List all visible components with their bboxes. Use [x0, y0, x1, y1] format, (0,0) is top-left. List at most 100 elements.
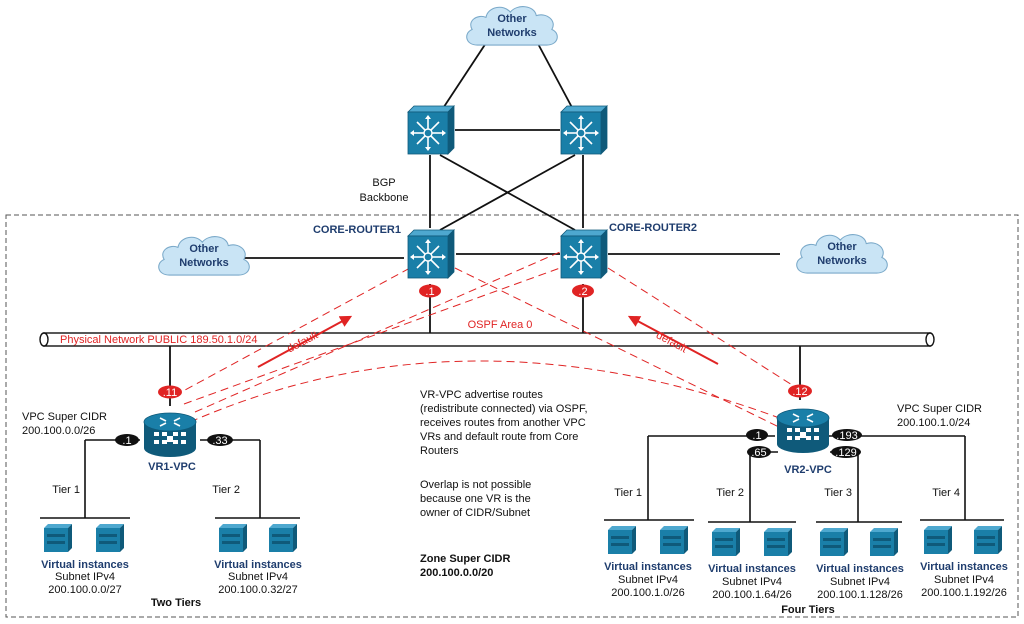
core-if1-text: .1: [425, 286, 434, 298]
cloud-right: Other Networks: [796, 233, 888, 274]
server-icon: [608, 526, 636, 554]
vr1-tier2-vi-label: Virtual instances: [214, 559, 302, 571]
vr1-tier1-vi-label: Virtual instances: [41, 559, 129, 571]
vr2-if-tier1-text: .1: [752, 430, 761, 442]
core-router2-icon: [560, 229, 608, 279]
vr1-name: VR1-VPC: [148, 461, 196, 473]
cloud-top-label-line2: Networks: [487, 27, 537, 39]
vr1-router-icon: [143, 412, 197, 458]
vr2-public-if-text: .12: [792, 386, 807, 398]
server-icon: [44, 524, 72, 552]
vr2-if-tier4-badge: .193: [832, 429, 862, 442]
server-icon: [820, 528, 848, 556]
vr2-tier2-name: Tier 2: [716, 487, 744, 499]
backbone-switch-right-icon: [560, 105, 608, 155]
vr2-super-cidr-label: VPC Super CIDR: [897, 403, 982, 415]
note-overlap-line: because one VR is the: [420, 493, 531, 505]
vr2-if-tier3-text: .129: [835, 447, 856, 459]
cloud-top: Other Networks: [466, 5, 558, 46]
note-ospf-line: VR-VPC advertise routes: [420, 389, 543, 401]
core-if2-badge: .2: [572, 284, 594, 298]
vr2-tier1-name: Tier 1: [614, 487, 642, 499]
zone-boundary: [5, 214, 1019, 618]
note-overlap-line: Overlap is not possible: [420, 479, 531, 491]
note-overlap-line: owner of CIDR/Subnet: [420, 507, 530, 519]
core-router1-label: CORE-ROUTER1: [313, 224, 401, 236]
vr1-badge-public: .11: [158, 385, 182, 399]
public-network-pipe: [39, 332, 935, 347]
vr2-if-tier2-badge: .65: [747, 446, 771, 459]
vr2-tier1-subnet-label: Subnet IPv4: [618, 574, 678, 586]
core-if2-text: .2: [578, 286, 587, 298]
cloud-left: Other Networks: [158, 235, 250, 276]
core-router1-icon: [407, 229, 455, 279]
vr1-if-tier2-text: .33: [212, 435, 227, 447]
vr1-tiers-caption: Two Tiers: [151, 597, 201, 609]
vr2-tier4-subnet: 200.100.1.192/26: [921, 587, 1007, 599]
vr2-tier1-subnet: 200.100.1.0/26: [611, 587, 684, 599]
cloud-left-label-line2: Networks: [179, 257, 229, 269]
vr2-if-tier4-text: .193: [836, 430, 857, 442]
vr2-tier3-subnet-label: Subnet IPv4: [830, 576, 890, 588]
vr1-tier1-name: Tier 1: [52, 484, 80, 496]
vr2-badge-public: .12: [788, 384, 812, 398]
cloud-right-label-line2: Networks: [817, 255, 867, 267]
server-icon: [764, 528, 792, 556]
bgp-label-line2: Backbone: [360, 192, 409, 204]
server-icon: [269, 524, 297, 552]
server-icon: [924, 526, 952, 554]
zone-super-cidr-label: Zone Super CIDR: [420, 553, 511, 565]
note-ospf-line: VRs and default route from Core: [420, 431, 578, 443]
vr1-tier2-subnet-label: Subnet IPv4: [228, 571, 288, 583]
cloud-right-label-line1: Other: [827, 241, 857, 253]
vr2-tier2-subnet: 200.100.1.64/26: [712, 589, 792, 601]
vr2-tier4-vi-label: Virtual instances: [920, 561, 1008, 573]
bgp-label-line1: BGP: [372, 177, 395, 189]
cloud-left-label-line1: Other: [189, 243, 219, 255]
backbone-switch-left-icon: [407, 105, 455, 155]
vr2-if-tier2-text: .65: [751, 447, 766, 459]
vr2-tier4-name: Tier 4: [932, 487, 960, 499]
note-overlap: Overlap is not possible because one VR i…: [420, 479, 531, 519]
vr1-super-cidr-label: VPC Super CIDR: [22, 411, 107, 423]
vr2-tier3-vi-label: Virtual instances: [816, 563, 904, 575]
vr1-tier2-subnet: 200.100.0.32/27: [218, 584, 298, 596]
vr2-super-cidr-value: 200.100.1.0/24: [897, 417, 970, 429]
vr2-if-tier1-badge: .1: [746, 429, 768, 442]
cloud-top-label-line1: Other: [497, 13, 527, 25]
server-icon: [712, 528, 740, 556]
vr2-tier2-subnet-label: Subnet IPv4: [722, 576, 782, 588]
note-ospf-line: receives routes from another VPC: [420, 417, 586, 429]
vr1-if-tier1-badge: .1: [115, 434, 139, 447]
default-route-arrow-right: [627, 315, 719, 365]
zone-super-cidr-value: 200.100.0.0/20: [420, 567, 493, 579]
server-icon: [660, 526, 688, 554]
server-icon: [974, 526, 1002, 554]
ospf-adjacency-lines: [173, 251, 801, 431]
vr1-tier1-subnet: 200.100.0.0/27: [48, 584, 121, 596]
vr2-tier2-vi-label: Virtual instances: [708, 563, 796, 575]
ospf-area-label: OSPF Area 0: [468, 319, 533, 331]
vr1-super-cidr-value: 200.100.0.0/26: [22, 425, 95, 437]
server-icon: [870, 528, 898, 556]
bgp-links: [240, 39, 780, 346]
vr1-tier1-subnet-label: Subnet IPv4: [55, 571, 115, 583]
vr1-public-if-text: .11: [163, 387, 177, 399]
core-if1-badge: .1: [419, 284, 441, 298]
physical-network-label: Physical Network PUBLIC 189.50.1.0/24: [60, 334, 258, 346]
vr1-if-tier2-badge: .33: [207, 434, 233, 447]
vr2-tier3-subnet: 200.100.1.128/26: [817, 589, 903, 601]
server-icon: [96, 524, 124, 552]
vr2-if-tier3-badge: .129: [831, 446, 861, 459]
vr2-tier4-subnet-label: Subnet IPv4: [934, 574, 994, 586]
note-ospf-line: Routers: [420, 445, 459, 457]
vr2-router-icon: [776, 408, 830, 454]
core-router2-label: CORE-ROUTER2: [609, 222, 697, 234]
note-ospf-line: (redistribute connected) via OSPF,: [420, 403, 588, 415]
note-ospf: VR-VPC advertise routes (redistribute co…: [420, 389, 588, 457]
vr2-tier1-vi-label: Virtual instances: [604, 561, 692, 573]
server-icon: [219, 524, 247, 552]
vr2-tier3-name: Tier 3: [824, 487, 852, 499]
vr2-name: VR2-VPC: [784, 464, 832, 476]
